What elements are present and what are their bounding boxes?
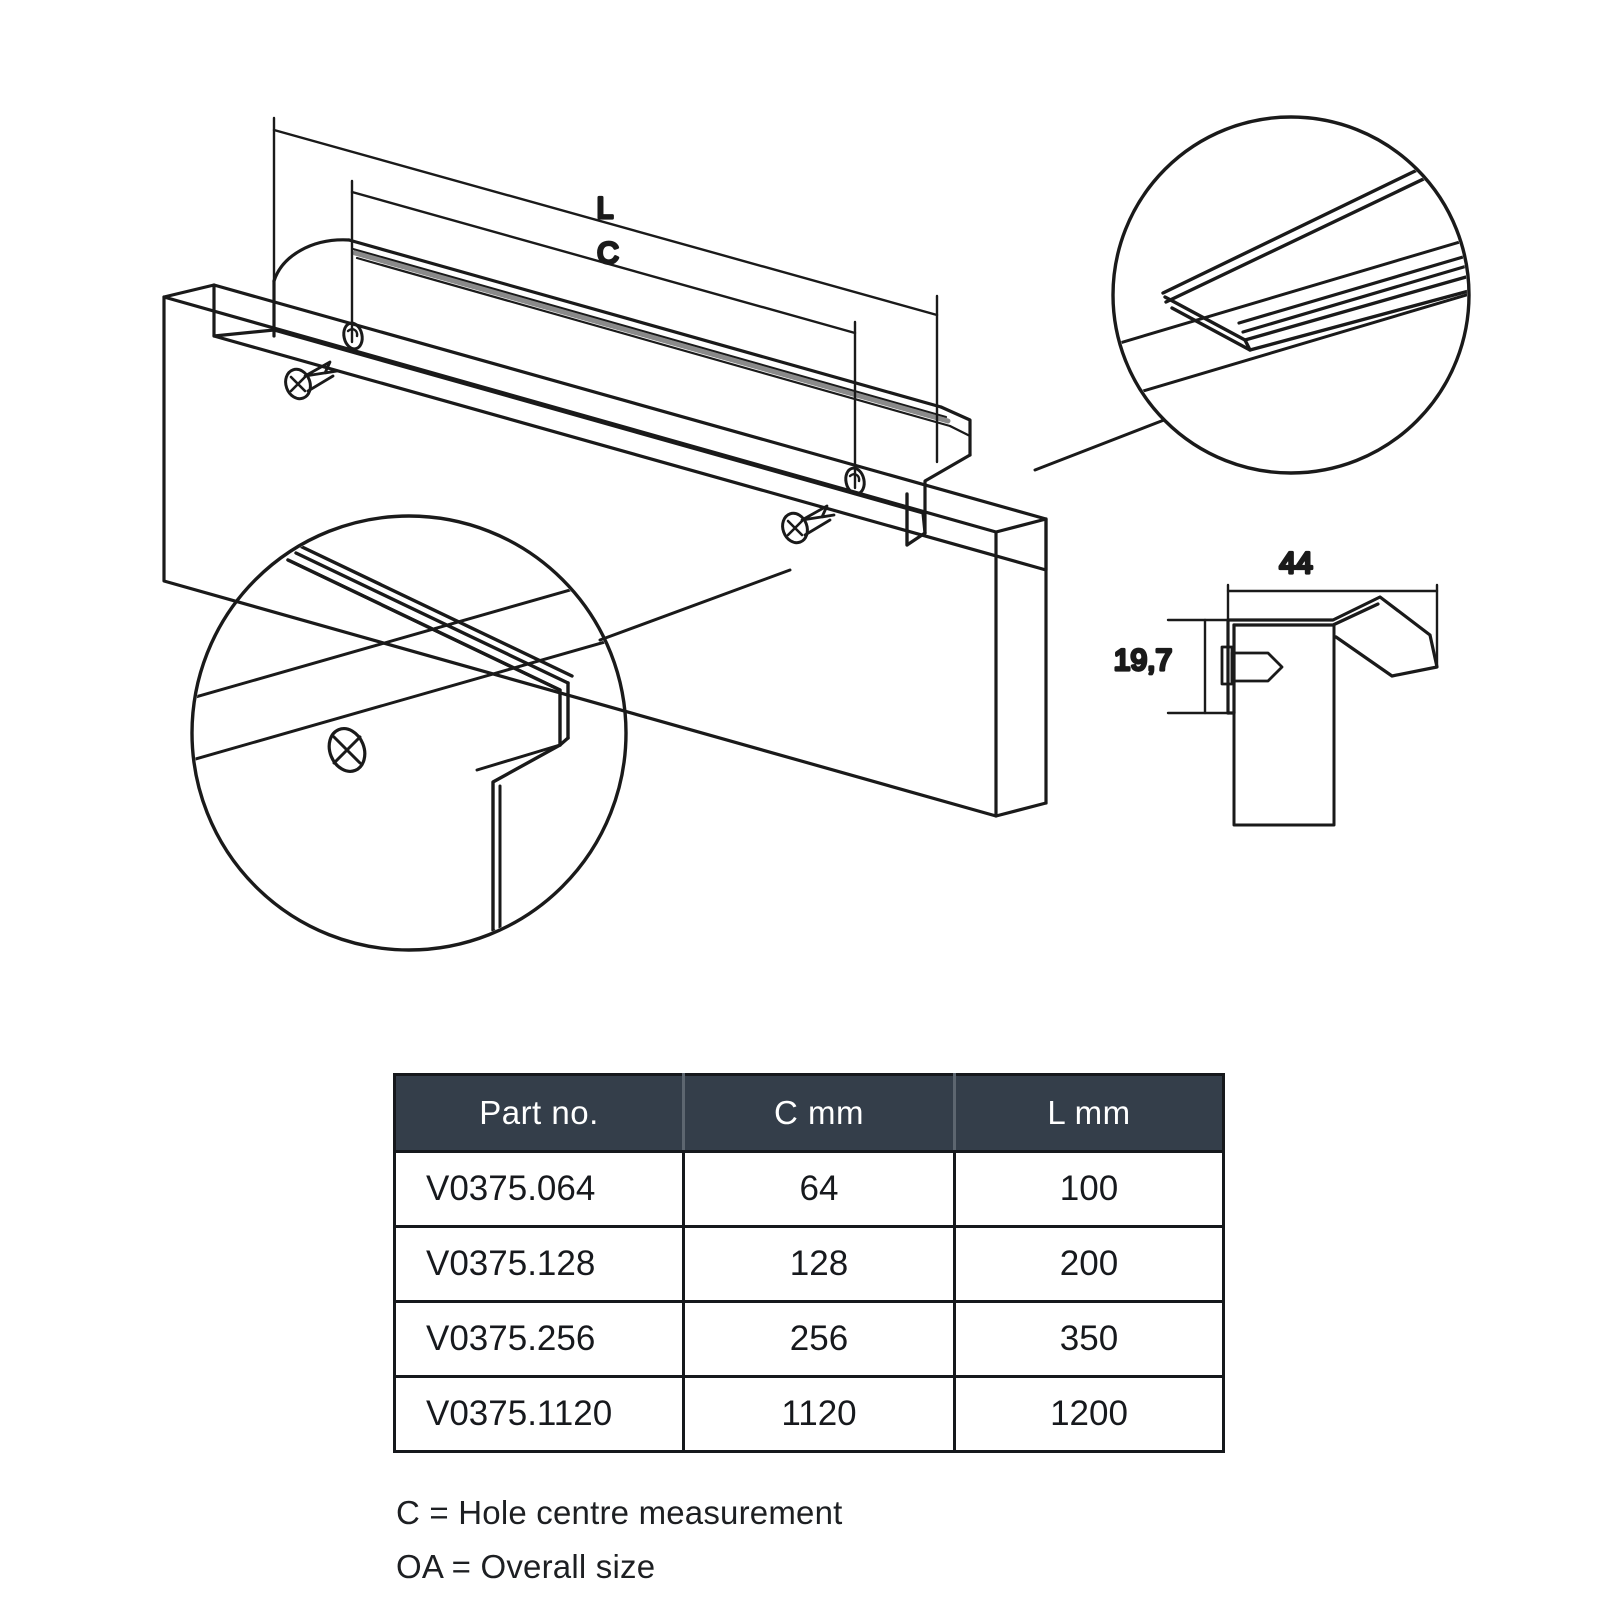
column-header-c-mm: C mm: [682, 1073, 956, 1153]
cell-part-no: V0375.128: [393, 1225, 685, 1303]
column-header-part-no: Part no.: [393, 1073, 685, 1153]
cell-l-mm: 350: [953, 1300, 1225, 1378]
door-panel-board: [162, 283, 1048, 818]
column-header-l-mm: L mm: [953, 1073, 1225, 1153]
screw-right-icon: [781, 504, 836, 545]
dimension-label-C: C: [597, 237, 619, 270]
cell-l-mm: 1200: [953, 1375, 1225, 1453]
cell-c-mm: 1120: [682, 1375, 956, 1453]
mounting-hole-left: [342, 321, 364, 351]
cell-part-no: V0375.064: [393, 1150, 685, 1228]
detail-callout-bottom-left: [190, 514, 792, 952]
cell-c-mm: 64: [682, 1150, 956, 1228]
product-technical-drawing: L C: [162, 115, 1471, 952]
table-header-row: Part no. C mm L mm: [393, 1073, 1225, 1153]
table-row: V0375.256 256 350: [393, 1300, 1225, 1378]
mounting-hole-right: [844, 466, 866, 496]
cell-part-no: V0375.256: [393, 1300, 685, 1378]
legend-note-c: C = Hole centre measurement: [396, 1494, 843, 1531]
legend-note-oa: OA = Overall size: [396, 1548, 656, 1585]
edge-pull-handle: [212, 238, 972, 547]
dimension-label-19-7: 19,7: [1114, 644, 1172, 677]
screw-left-icon: [284, 360, 339, 401]
cell-part-no: V0375.1120: [393, 1375, 685, 1453]
table-row: V0375.064 64 100: [393, 1150, 1225, 1228]
screw-head-icon: [327, 727, 367, 773]
specification-table: Part no. C mm L mm V0375.064 64 100 V037…: [393, 1073, 1225, 1453]
side-profile-dimensions: [1166, 583, 1439, 715]
table-row: V0375.1120 1120 1200: [393, 1375, 1225, 1453]
dimension-lines: [272, 116, 939, 490]
legend-notes: C = Hole centre measurement OA = Overall…: [396, 1486, 1196, 1594]
side-profile-section: [1220, 595, 1439, 827]
dimension-label-L: L: [597, 192, 614, 225]
cell-l-mm: 100: [953, 1150, 1225, 1228]
table-row: V0375.128 128 200: [393, 1225, 1225, 1303]
dimension-label-44: 44: [1279, 547, 1312, 580]
specification-table-container: Part no. C mm L mm V0375.064 64 100 V037…: [393, 1073, 1225, 1453]
cell-l-mm: 200: [953, 1225, 1225, 1303]
detail-callout-top-right: [1033, 115, 1471, 475]
cell-c-mm: 128: [682, 1225, 956, 1303]
section-screw-icon: [1220, 645, 1284, 686]
cell-c-mm: 256: [682, 1300, 956, 1378]
